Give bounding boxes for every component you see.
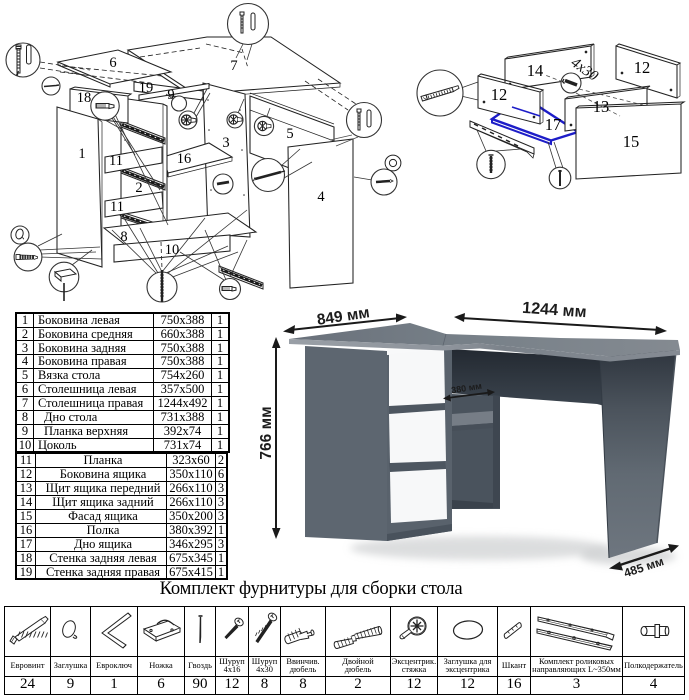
svg-text:9: 9 [167, 87, 174, 103]
svg-text:7: 7 [230, 58, 237, 74]
svg-text:8: 8 [120, 229, 127, 245]
svg-text:11: 11 [109, 153, 123, 169]
svg-text:18: 18 [77, 90, 92, 106]
svg-text:1244 мм: 1244 мм [522, 299, 588, 321]
svg-text:2: 2 [135, 180, 142, 196]
svg-text:11: 11 [110, 199, 124, 215]
svg-text:10: 10 [165, 242, 180, 258]
svg-text:12: 12 [491, 85, 508, 104]
svg-text:3: 3 [222, 135, 229, 151]
svg-text:16: 16 [177, 151, 192, 167]
svg-text:12: 12 [634, 58, 651, 77]
svg-text:14: 14 [527, 61, 544, 80]
svg-text:19: 19 [139, 80, 154, 96]
svg-text:15: 15 [623, 132, 640, 151]
svg-text:17: 17 [545, 115, 562, 134]
svg-text:1: 1 [78, 146, 85, 162]
svg-text:766 мм: 766 мм [258, 406, 275, 459]
svg-text:380 мм: 380 мм [451, 381, 483, 396]
svg-text:5: 5 [286, 126, 293, 142]
svg-text:4: 4 [317, 189, 325, 205]
svg-text:6: 6 [109, 55, 116, 71]
svg-text:13: 13 [593, 97, 610, 116]
